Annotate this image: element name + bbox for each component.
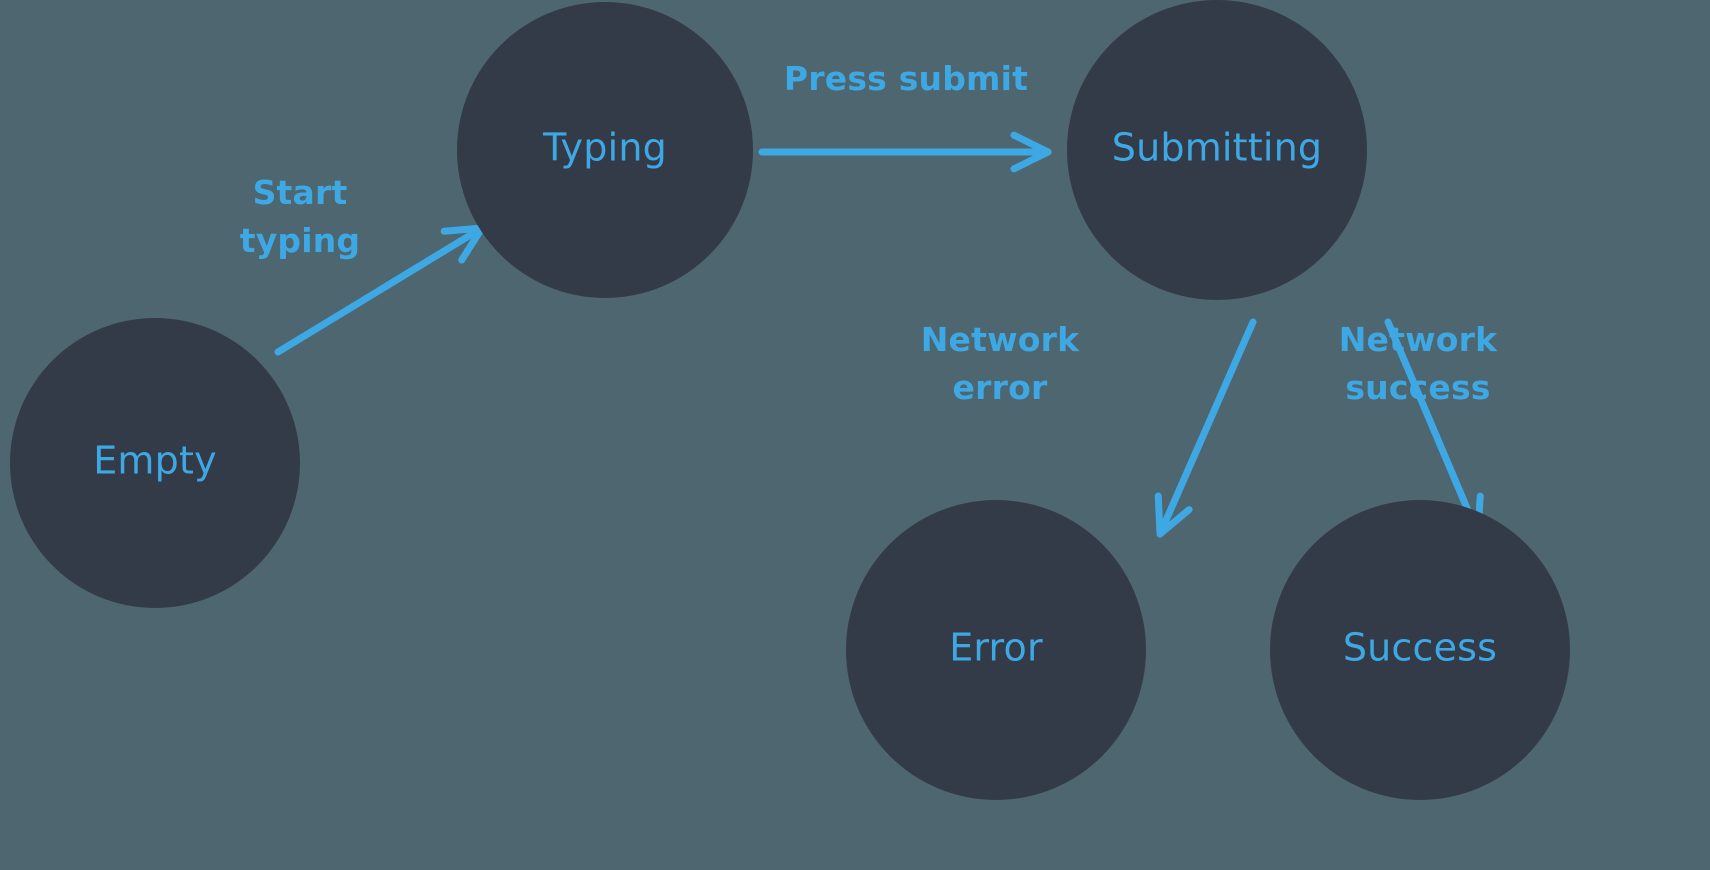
edge-label-line: success bbox=[1345, 368, 1490, 407]
edge-arrowhead-barb-1 bbox=[1154, 492, 1164, 538]
edge-arrowhead-barb-1 bbox=[1010, 148, 1052, 173]
node-circle-success[interactable] bbox=[1270, 500, 1570, 800]
edge-arrowhead-barb-2 bbox=[1010, 131, 1052, 156]
node-error[interactable]: Error bbox=[846, 500, 1146, 800]
node-label-error: Error bbox=[949, 626, 1043, 670]
node-circle-error[interactable] bbox=[846, 500, 1146, 800]
node-empty[interactable]: Empty bbox=[10, 318, 300, 608]
node-label-empty: Empty bbox=[93, 439, 217, 483]
edge-arrowhead-barb-2 bbox=[440, 224, 486, 235]
node-submitting[interactable]: Submitting bbox=[1067, 0, 1367, 300]
edge-line bbox=[1384, 318, 1481, 536]
edge-label-typing-to-submitting: Press submit bbox=[784, 59, 1028, 98]
node-circle-typing[interactable] bbox=[457, 2, 753, 298]
edge-submitting-to-error bbox=[1154, 318, 1257, 538]
edge-label-line: Start bbox=[253, 173, 348, 212]
edge-label-line: typing bbox=[240, 221, 361, 260]
node-typing[interactable]: Typing bbox=[457, 2, 753, 298]
edge-line bbox=[1157, 318, 1257, 536]
edge-label-line: Network bbox=[921, 320, 1080, 359]
edge-typing-to-submitting bbox=[758, 131, 1052, 173]
edge-label-empty-to-typing: Start typing bbox=[240, 173, 361, 260]
edge-label-line: error bbox=[953, 368, 1048, 407]
edge-label-submitting-to-error: Network error bbox=[921, 320, 1080, 407]
node-circle-submitting[interactable] bbox=[1067, 0, 1367, 300]
edge-arrowhead-barb-1 bbox=[458, 224, 486, 264]
edge-label-line: Press submit bbox=[784, 59, 1028, 98]
edge-empty-to-typing bbox=[274, 224, 486, 356]
node-success[interactable]: Success bbox=[1270, 500, 1570, 800]
edge-label-line: Network bbox=[1339, 320, 1498, 359]
node-label-success: Success bbox=[1343, 626, 1497, 670]
edge-arrowhead-barb-2 bbox=[1156, 506, 1193, 538]
node-circle-empty[interactable] bbox=[10, 318, 300, 608]
node-label-submitting: Submitting bbox=[1112, 126, 1322, 170]
node-label-typing: Typing bbox=[542, 126, 667, 170]
edge-label-submitting-to-success: Network success bbox=[1339, 320, 1498, 407]
edge-line bbox=[274, 225, 484, 356]
